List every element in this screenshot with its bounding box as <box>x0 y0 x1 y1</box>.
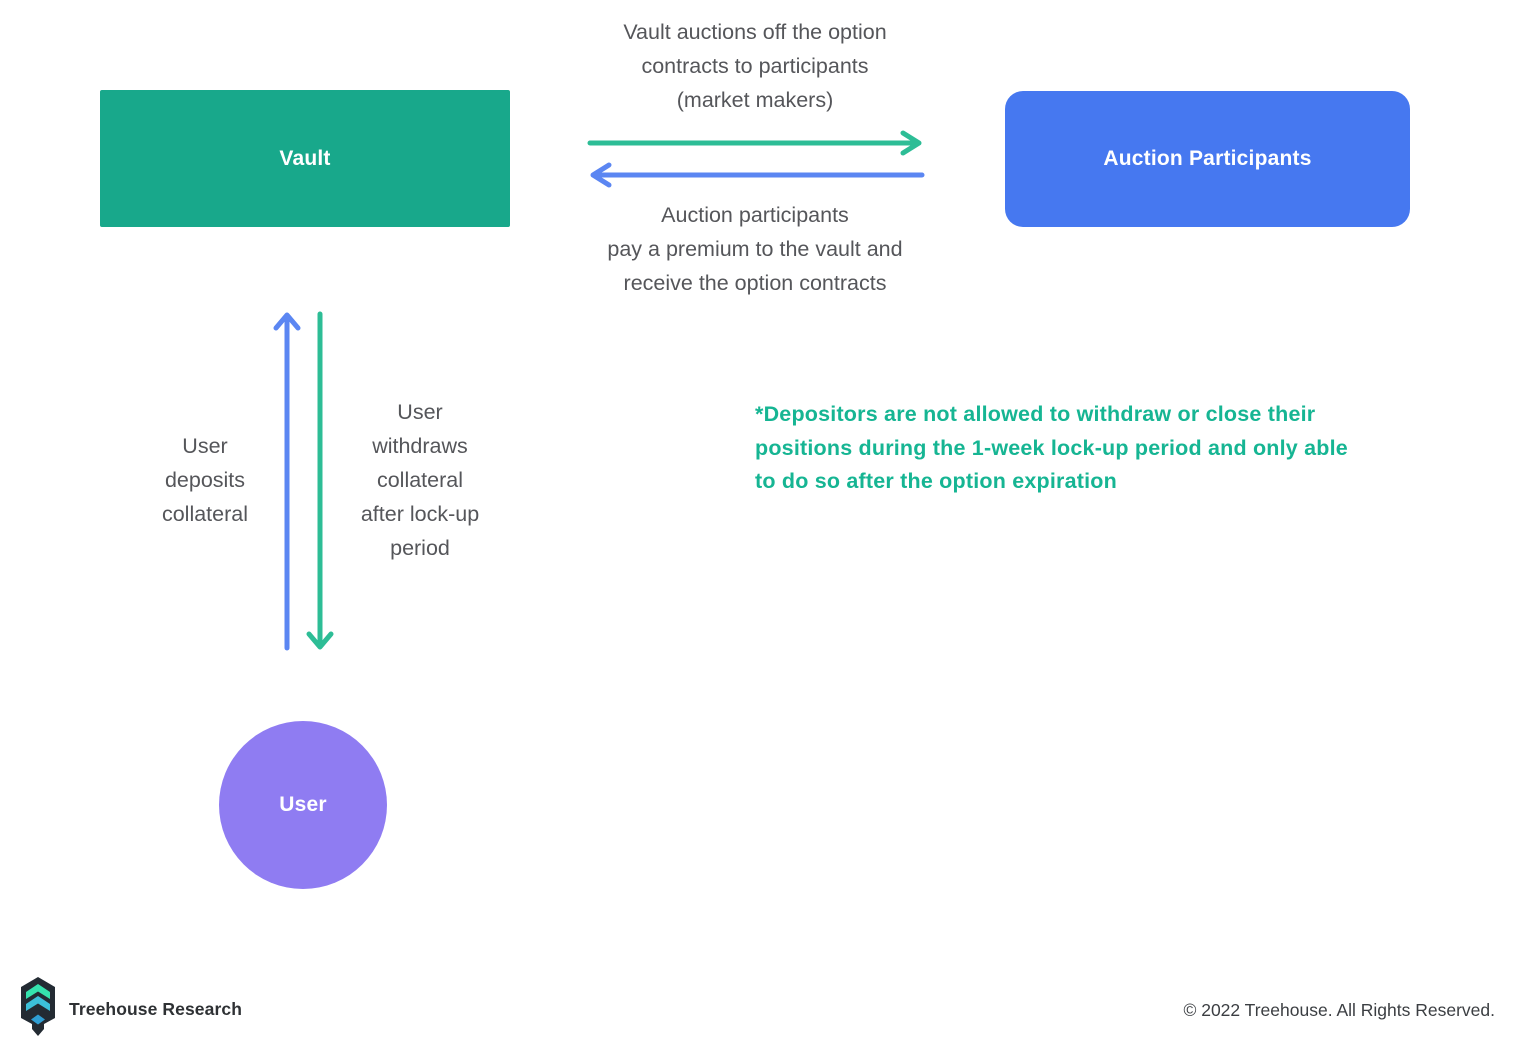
user-deposit-caption: User deposits collateral <box>161 434 249 526</box>
arrow-down-icon <box>306 311 334 650</box>
participants-to-vault-caption: Auction participants pay a premium to th… <box>607 203 903 295</box>
arrow-up-icon <box>273 312 301 651</box>
vertical-arrows <box>273 311 334 651</box>
vault-node: Vault <box>100 90 510 227</box>
horizontal-arrows <box>587 130 925 188</box>
treehouse-logo-icon <box>21 977 55 1036</box>
arrow-right-icon <box>587 130 922 156</box>
brand-name: Treehouse Research <box>69 998 242 1019</box>
auction-participants-node: Auction Participants <box>1005 91 1410 227</box>
vault-to-participants-caption: Vault auctions off the option contracts … <box>623 20 887 112</box>
copyright-text: © 2022 Treehouse. All Rights Reserved. <box>1183 1000 1495 1020</box>
arrow-left-icon <box>590 162 925 188</box>
user-node: User <box>219 721 387 889</box>
auction-participants-label: Auction Participants <box>1103 147 1312 170</box>
brand-footer: Treehouse Research <box>18 976 242 1042</box>
user-label: User <box>279 793 327 816</box>
lockup-note: *Depositors are not allowed to withdraw … <box>755 402 1348 493</box>
user-withdraw-caption: User withdraws collateral after lock-up … <box>360 400 480 560</box>
vault-label: Vault <box>279 146 331 170</box>
